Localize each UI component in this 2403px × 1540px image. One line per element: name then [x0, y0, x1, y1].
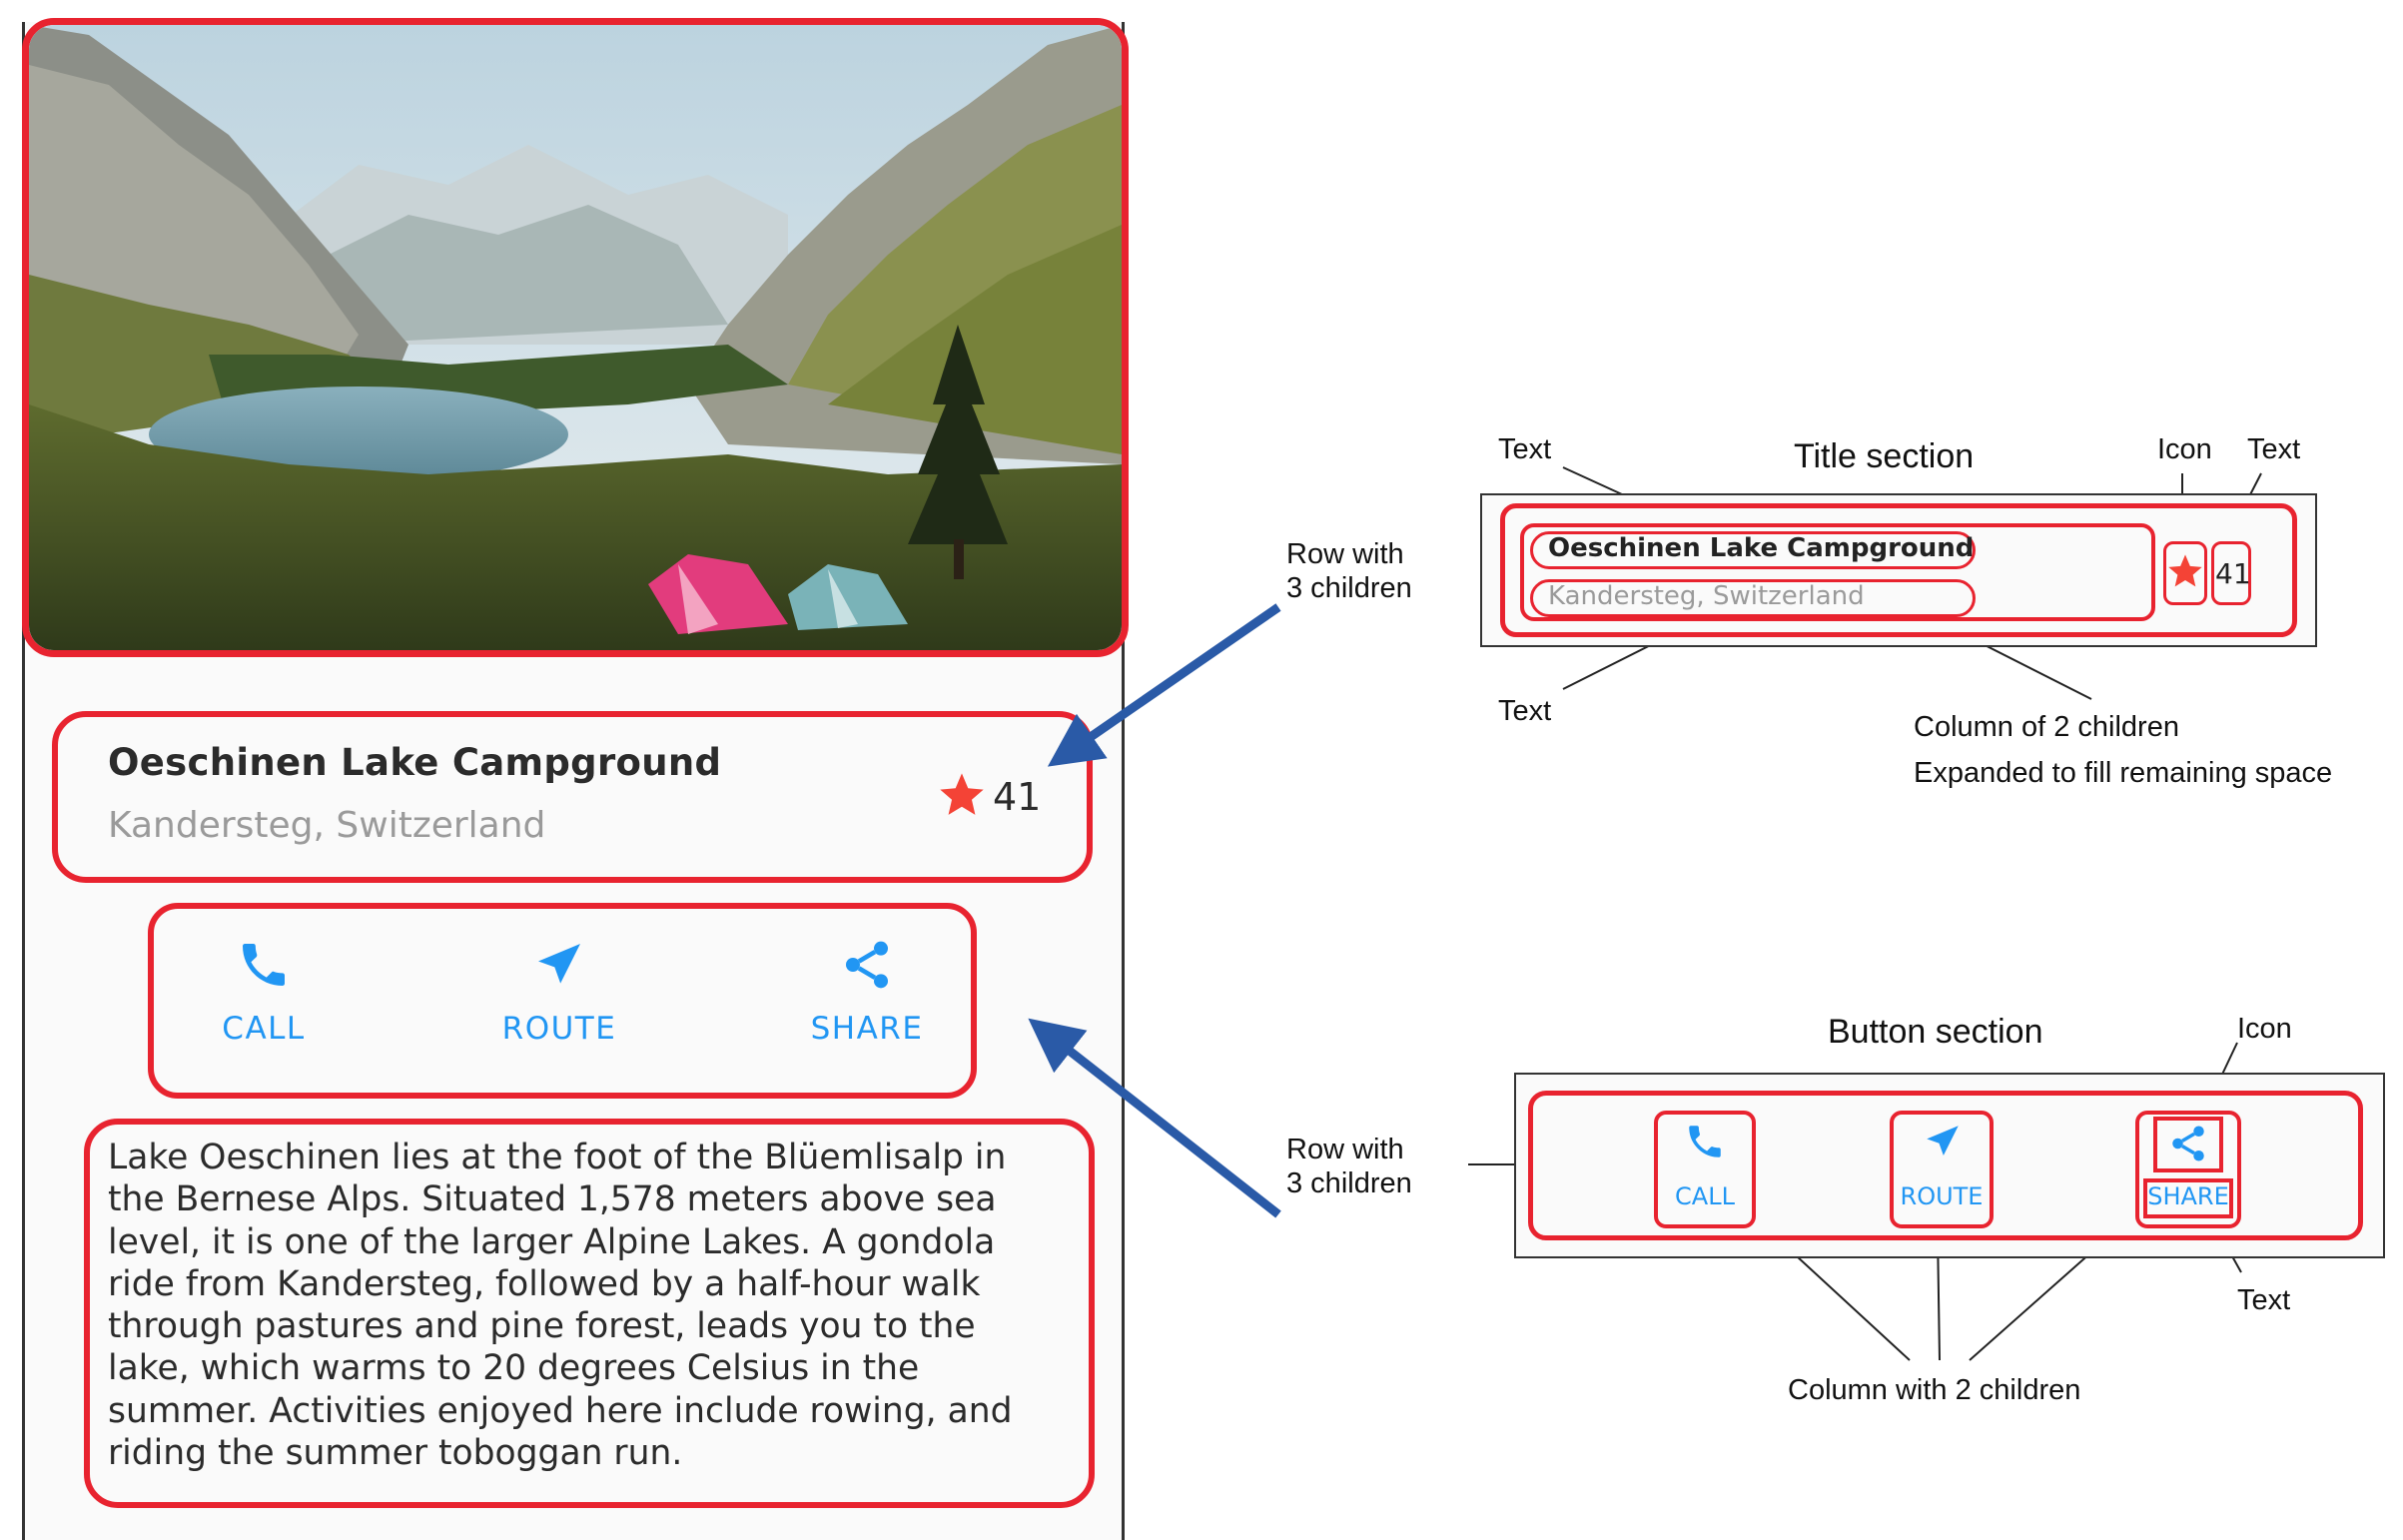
landscape-image [29, 25, 1122, 650]
diagram-place-location: Kandersteg, Switzerland [1548, 581, 1865, 611]
text-label-right: Text [2247, 433, 2301, 465]
text-label-top: Text [1498, 433, 1552, 465]
route-button[interactable]: ROUTE [469, 937, 649, 1047]
diagram-navigation-icon [1927, 1126, 1959, 1155]
expanded-label: Expanded to fill remaining space [1914, 757, 2333, 789]
share-text-outline [2143, 1178, 2233, 1218]
diagram-share-label: SHARE [2147, 1182, 2229, 1210]
route-label: ROUTE [501, 1011, 617, 1047]
button-row-outline [1528, 1091, 2363, 1240]
button-column-label: Column with 2 children [1788, 1374, 2081, 1406]
diagram-phone-icon [1689, 1126, 1721, 1157]
description-text: Lake Oeschinen lies at the foot of the B… [108, 1138, 1013, 1474]
name-text-outline [1530, 531, 1976, 569]
diagram-place-name: Oeschinen Lake Campground [1548, 533, 1975, 563]
row-label-title: Row with 3 children [1286, 538, 1412, 604]
row-label-button: Row with 3 children [1286, 1134, 1412, 1199]
diagram-route-label: ROUTE [1900, 1182, 1984, 1210]
text-label-bottom: Text [1498, 695, 1552, 727]
button-text-label: Text [2237, 1284, 2291, 1316]
title-section-heading: Title section [1794, 437, 1975, 475]
title-row-outline [1500, 503, 2297, 637]
call-button[interactable]: CALL [174, 937, 354, 1047]
share-button[interactable]: SHARE [777, 937, 957, 1047]
title-arrow [1047, 603, 1281, 767]
button-section-heading: Button section [1828, 1013, 2043, 1051]
title-section-outline [52, 711, 1093, 883]
column-label: Column of 2 children [1914, 711, 2179, 743]
share-column-outline [2135, 1111, 2241, 1228]
location-text-outline [1530, 579, 1976, 617]
share-label: SHARE [810, 1011, 924, 1047]
diagram-share-icon [2172, 1126, 2204, 1161]
description-outline [84, 1119, 1095, 1508]
button-section-outline [148, 903, 977, 1099]
call-label: CALL [222, 1011, 306, 1047]
rating-count: 41 [993, 775, 1042, 819]
diagram-rating-count: 41 [2215, 557, 2251, 590]
diagram-call-label: CALL [1675, 1182, 1735, 1210]
navigation-arrow-icon [538, 944, 580, 984]
share-icon-outline [2153, 1117, 2223, 1172]
call-column-outline [1654, 1111, 1756, 1228]
diagram-star-icon [2168, 554, 2202, 587]
count-text-outline [2211, 541, 2251, 605]
route-column-outline [1890, 1111, 1994, 1228]
button-icon-label: Icon [2237, 1013, 2292, 1045]
star-icon[interactable] [935, 769, 989, 821]
star-icon-outline [2163, 541, 2207, 605]
phone-icon [243, 944, 285, 986]
share-icon [846, 941, 888, 989]
button-arrow [1028, 1018, 1281, 1218]
icon-label: Icon [2157, 433, 2212, 465]
lake-campground-photo [22, 18, 1129, 657]
title-column-outline [1520, 523, 2155, 621]
place-name: Oeschinen Lake Campground [108, 741, 722, 784]
place-location: Kandersteg, Switzerland [108, 805, 546, 846]
